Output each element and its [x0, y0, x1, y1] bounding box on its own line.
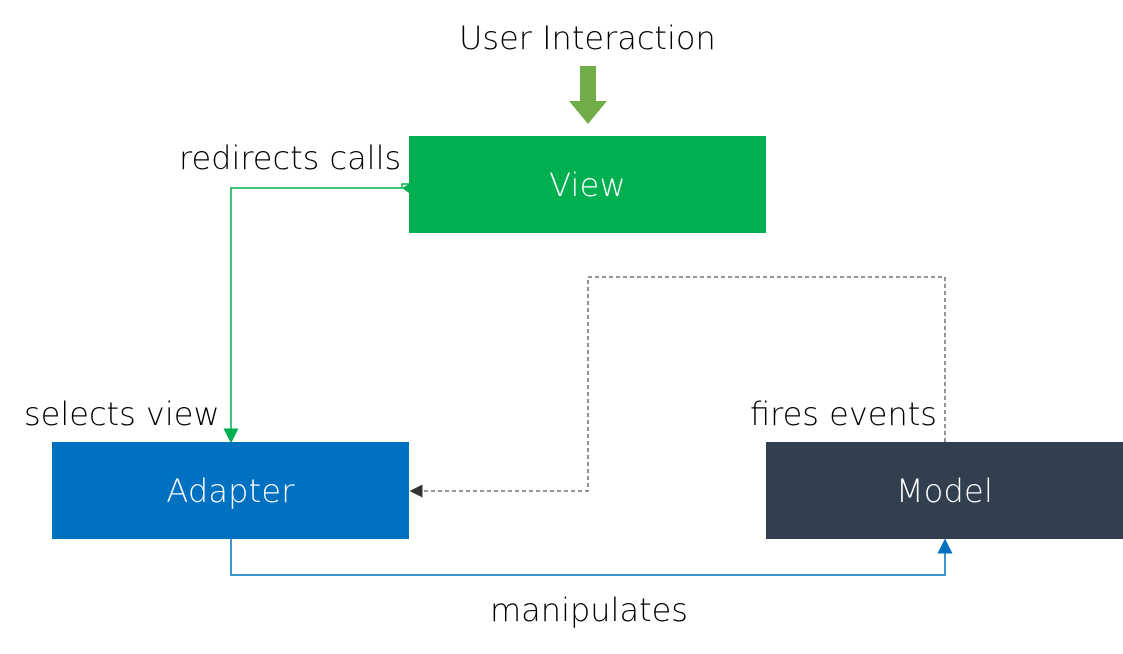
redirects-calls-label: redirects calls: [179, 139, 402, 177]
view-box-label: View: [549, 165, 626, 204]
redirects-calls-connector: [223, 183, 409, 444]
manipulates-connector: [230, 538, 953, 576]
fires-events-connector: [409, 276, 946, 498]
view-box: View: [409, 136, 766, 233]
user-interaction-arrow: [569, 66, 607, 124]
adapter-box-label: Adapter: [166, 471, 295, 510]
adapter-box: Adapter: [52, 442, 409, 539]
user-interaction-label: User Interaction: [459, 19, 716, 57]
redirects-calls-diamond: [402, 184, 409, 193]
selects-view-label: selects view: [24, 395, 220, 433]
model-box-label: Model: [895, 471, 994, 510]
model-box: Model: [766, 442, 1123, 539]
manipulates-label: manipulates: [490, 591, 688, 629]
fires-events-label: fires events: [750, 395, 937, 433]
